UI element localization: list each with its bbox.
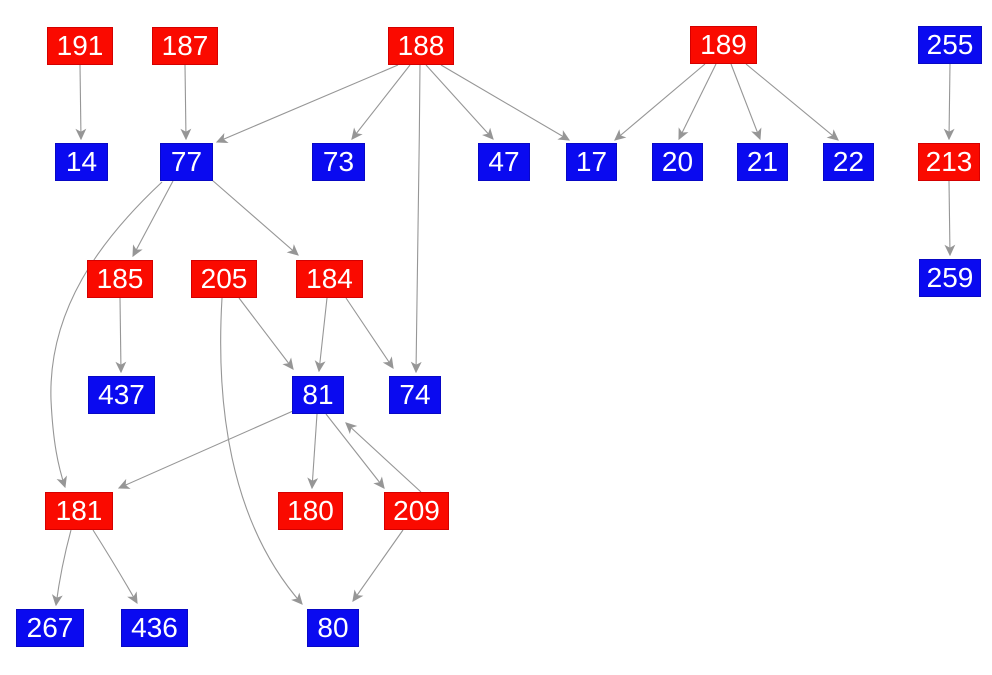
edge-181-267 <box>51 529 72 607</box>
graph-node-259[interactable]: 259 <box>919 259 981 297</box>
edge-205-80 <box>220 297 303 605</box>
edge-213-259 <box>944 180 956 257</box>
edge-185-437 <box>115 297 127 374</box>
graph-node-77[interactable]: 77 <box>160 143 213 181</box>
edge-184-81 <box>314 297 328 373</box>
node-label: 74 <box>399 379 431 410</box>
node-label: 21 <box>746 146 779 177</box>
graph-node-436[interactable]: 436 <box>121 609 188 647</box>
graph-node-209[interactable]: 209 <box>384 492 449 530</box>
graph-node-437[interactable]: 437 <box>88 376 155 414</box>
edge-188-74 <box>410 64 422 374</box>
edge-81-209 <box>325 413 385 489</box>
graph-node-184[interactable]: 184 <box>296 260 363 298</box>
edge-group <box>50 63 956 607</box>
node-label: 437 <box>98 379 145 410</box>
node-label: 77 <box>170 146 203 177</box>
edge-188-17 <box>440 64 571 141</box>
edge-189-21 <box>730 63 762 141</box>
graph-node-187[interactable]: 187 <box>152 27 218 65</box>
node-label: 17 <box>575 146 608 177</box>
node-label: 189 <box>700 29 747 60</box>
node-label: 191 <box>56 30 104 61</box>
graph-node-21[interactable]: 21 <box>737 143 788 181</box>
edge-187-77 <box>180 64 192 141</box>
node-label: 267 <box>26 612 74 643</box>
node-label: 436 <box>131 612 178 643</box>
graph-node-17[interactable]: 17 <box>566 143 617 181</box>
edge-77-184 <box>211 179 299 256</box>
edge-188-47 <box>425 64 494 140</box>
node-label: 188 <box>397 30 445 61</box>
graph-node-213[interactable]: 213 <box>918 143 980 181</box>
edge-188-73 <box>351 64 411 140</box>
node-label: 22 <box>832 146 865 177</box>
graph-node-255[interactable]: 255 <box>918 26 982 64</box>
node-label: 81 <box>302 379 334 410</box>
edge-188-77 <box>215 64 399 143</box>
edge-209-80 <box>352 529 404 602</box>
node-label: 185 <box>96 263 144 294</box>
edge-77-181 <box>50 181 163 489</box>
edge-189-22 <box>745 63 839 141</box>
graph-node-191[interactable]: 191 <box>47 27 113 65</box>
graph-node-185[interactable]: 185 <box>87 260 153 298</box>
node-label: 209 <box>393 495 440 526</box>
edge-189-17 <box>614 63 706 141</box>
node-label: 184 <box>306 263 353 294</box>
graph-node-188[interactable]: 188 <box>388 27 454 65</box>
edge-77-185 <box>132 180 174 258</box>
node-label: 181 <box>55 495 103 526</box>
edge-209-81 <box>345 422 422 493</box>
node-label: 187 <box>161 30 209 61</box>
edge-81-181 <box>117 410 294 489</box>
graph-node-20[interactable]: 20 <box>652 143 703 181</box>
node-label: 180 <box>287 495 334 526</box>
node-label: 73 <box>322 146 355 177</box>
node-label: 20 <box>661 146 694 177</box>
graph-node-80[interactable]: 80 <box>307 609 359 647</box>
graph-node-205[interactable]: 205 <box>191 260 257 298</box>
graph-node-74[interactable]: 74 <box>389 376 441 414</box>
edge-255-213 <box>943 63 955 141</box>
node-label: 14 <box>65 146 98 177</box>
graph-node-14[interactable]: 14 <box>55 143 108 181</box>
edge-205-81 <box>238 297 294 370</box>
graph-node-267[interactable]: 267 <box>16 609 84 647</box>
edge-189-20 <box>678 63 717 141</box>
node-label: 259 <box>926 262 974 293</box>
node-label: 213 <box>925 146 973 177</box>
graph-node-189[interactable]: 189 <box>690 26 757 64</box>
graph-node-81[interactable]: 81 <box>292 376 344 414</box>
edge-81-180 <box>307 413 319 490</box>
graph-node-181[interactable]: 181 <box>45 492 113 530</box>
graph-node-47[interactable]: 47 <box>478 143 530 181</box>
graph-node-22[interactable]: 22 <box>823 143 874 181</box>
node-label: 255 <box>926 29 974 60</box>
node-label: 80 <box>317 612 349 643</box>
edge-181-436 <box>92 529 138 605</box>
graph-node-73[interactable]: 73 <box>312 143 365 181</box>
edge-191-14 <box>75 64 87 141</box>
edge-184-74 <box>345 297 394 370</box>
node-label: 47 <box>488 146 520 177</box>
graph-node-180[interactable]: 180 <box>278 492 343 530</box>
node-label: 205 <box>200 263 248 294</box>
